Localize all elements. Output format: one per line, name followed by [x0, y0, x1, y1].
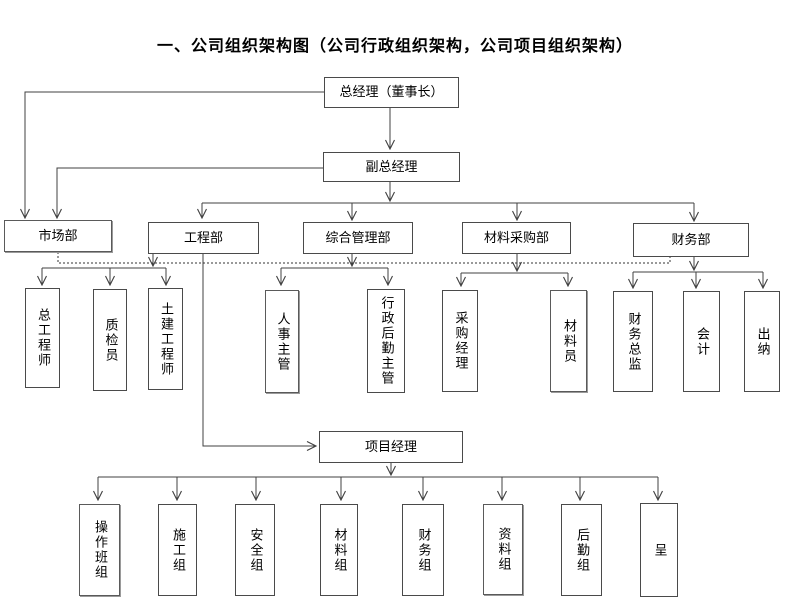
node-accountant: 会计: [683, 291, 720, 392]
node-construction-team: 施工组: [158, 504, 197, 596]
node-engineering-dept: 工程部: [148, 222, 259, 254]
node-logistics-team: 后勤组: [561, 504, 602, 596]
node-operation-team: 操作班组: [79, 504, 120, 596]
node-general-manager: 总经理（董事长）: [324, 77, 459, 108]
node-materials-team: 材料组: [320, 504, 358, 596]
node-finance-dept: 财务部: [633, 223, 749, 257]
solid-edges: [25, 91, 763, 500]
node-materials-clerk: 材料员: [550, 290, 587, 392]
node-procurement-dept: 材料采购部: [462, 222, 571, 254]
node-finance-director: 财务总监: [613, 291, 653, 392]
node-project-manager: 项目经理: [319, 431, 463, 463]
node-hr-supervisor: 人事主管: [265, 290, 299, 393]
node-finance-team: 财务组: [402, 504, 444, 596]
node-admin-dept: 综合管理部: [303, 222, 413, 254]
page-title: 一、公司组织架构图（公司行政组织架构，公司项目组织架构）: [156, 38, 633, 55]
node-marketing-dept: 市场部: [4, 220, 112, 252]
node-purchasing-manager: 采购经理: [442, 290, 478, 392]
node-deputy-general-manager: 副总经理: [323, 152, 460, 182]
node-documents-team: 资料组: [483, 504, 523, 595]
node-cashier: 出纳: [744, 291, 780, 392]
node-quality-inspector: 质检员: [93, 289, 127, 391]
dotted-coordination-edge: [57, 252, 671, 264]
node-safety-team: 安全组: [235, 504, 275, 596]
node-chief-engineer: 总工程师: [25, 288, 60, 388]
node-admin-logistics-supervisor: 行政后勤主管: [367, 289, 405, 393]
node-civil-engineer: 土建工程师: [148, 288, 183, 390]
node-last-team: 呈: [640, 503, 678, 597]
